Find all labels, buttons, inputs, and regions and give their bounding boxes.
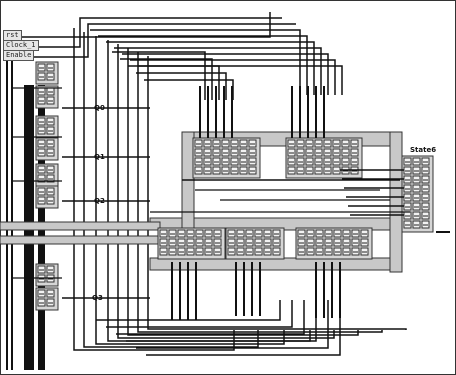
routing-wire [128, 65, 220, 100]
routing-wire [95, 36, 285, 345]
input-pin-enable: Enable [3, 50, 35, 61]
routing-wire [112, 51, 206, 100]
return-wire [146, 300, 341, 356]
routing-wire [147, 56, 407, 330]
return-wire [96, 300, 281, 321]
register-label-q0: Q0 [94, 104, 105, 112]
return-wire [126, 300, 317, 342]
routing-wire [90, 29, 301, 95]
wire-clock [3, 17, 282, 48]
bus-channel [389, 131, 403, 273]
routing-wire [117, 44, 335, 339]
register-label-q2: Q2 [94, 197, 105, 205]
register-label-q3: Q3 [92, 294, 103, 302]
routing-wire [98, 35, 308, 95]
routing-wire [120, 58, 213, 100]
bus-channel [0, 235, 161, 245]
wire-enable [3, 23, 296, 58]
routing-wire [130, 59, 336, 95]
bus-channel [0, 221, 161, 231]
routing-wire [122, 53, 329, 95]
return-wire [136, 300, 329, 349]
routing-wire [136, 72, 227, 100]
wire-rst [3, 12, 271, 38]
routing-wire [73, 28, 235, 351]
register-label-q1: Q1 [94, 153, 105, 161]
routing-wire [106, 41, 315, 95]
return-wire [106, 300, 293, 328]
bus-channel [181, 131, 195, 233]
return-wire [116, 300, 305, 335]
decoder-label-state6: State6 [410, 146, 437, 154]
routing-wire [114, 47, 322, 95]
routing-wire [137, 52, 383, 333]
